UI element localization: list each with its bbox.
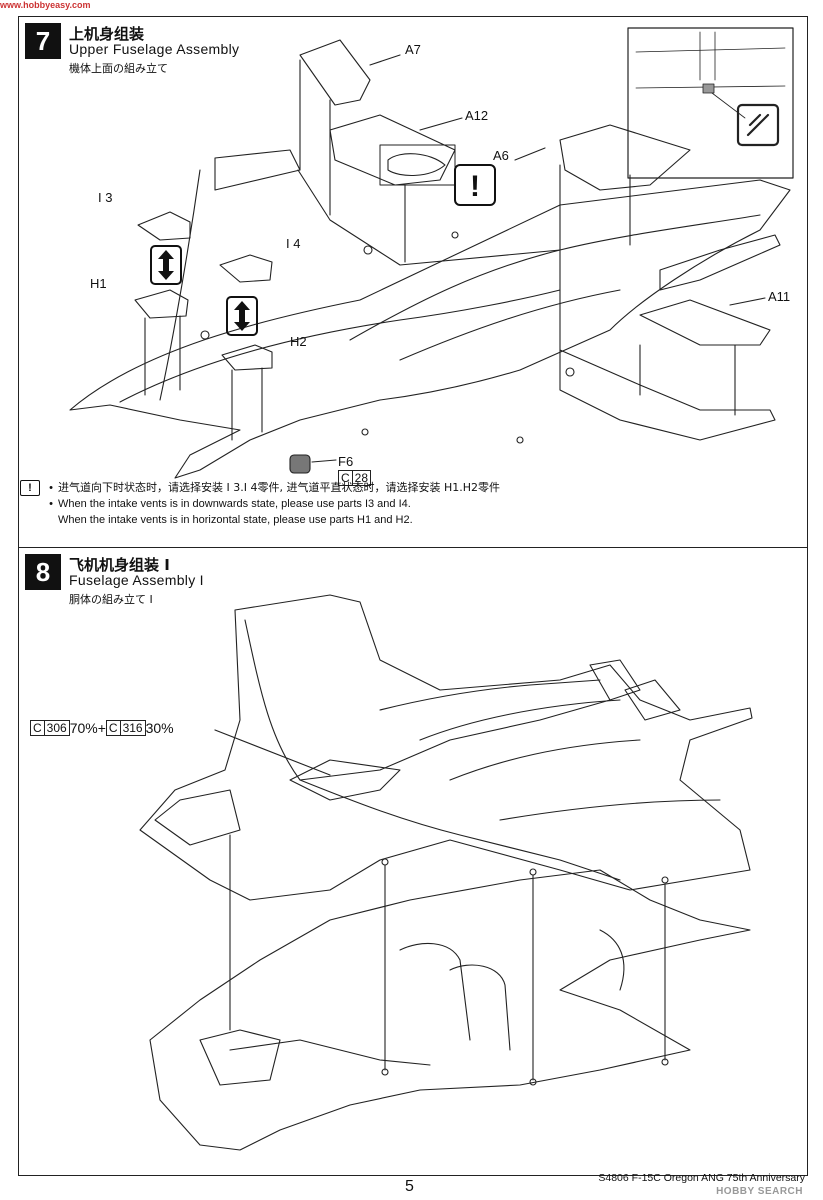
- part-h1-shape: [134, 289, 189, 319]
- part-a12-shape: [329, 114, 456, 186]
- inset-detail-box: [627, 27, 794, 179]
- label-part-a7: A7: [405, 42, 421, 57]
- watermark-bottom: HOBBY SEARCH: [716, 1186, 803, 1197]
- swap-arrow-icon: [226, 296, 258, 336]
- warning-icon: !: [454, 164, 496, 206]
- label-part-a6: A6: [493, 148, 509, 163]
- part-a7-shape: [299, 39, 371, 106]
- step-7-panel: 7 上机身组装 Upper Fuselage Assembly 機体上面の組み立…: [18, 16, 808, 548]
- label-part-f6: F6: [338, 454, 354, 469]
- swap-arrow-icon: [150, 245, 182, 285]
- paint-ratio-2: 30%: [145, 720, 174, 736]
- intake-ramp-left: [214, 149, 301, 191]
- part-h2-shape: [221, 344, 273, 371]
- note-en-1: When the intake vents is in downwards st…: [58, 498, 411, 510]
- paint-ratio-1: 70%+: [69, 720, 106, 736]
- label-part-a12: A12: [465, 108, 489, 123]
- label-part-a11: A11: [768, 289, 791, 304]
- right-intake-underside: [559, 349, 776, 441]
- lower-fuselage-assembly: [149, 869, 751, 1151]
- label-part-i4: I 4: [286, 236, 301, 251]
- page-number: 5: [405, 1178, 414, 1195]
- upper-fuselage-hull: [69, 179, 791, 479]
- upper-fuselage-assembly: [139, 594, 753, 901]
- step-7-number: 7: [25, 23, 61, 59]
- part-i3-shape: [137, 211, 191, 241]
- warning-icon: !: [20, 480, 40, 496]
- step-8-title-jp: 胴体の組み立て I: [69, 593, 153, 606]
- step-8-title-cn: 飞机机身组装 I: [69, 556, 170, 574]
- footer-title: S4806 F-15C Oregon ANG 75th Anniversary: [598, 1172, 805, 1184]
- hull-spine-line: [119, 289, 561, 403]
- step-7-notes: !•进气道向下时状态时，请选择安装 I 3.I 4零件, 进气道平直状态时，请选…: [20, 480, 500, 528]
- label-part-h1: H1: [90, 276, 107, 291]
- part-a6-shape: [559, 124, 691, 191]
- step-8-title-en: Fuselage Assembly I: [69, 572, 204, 588]
- step-8-number: 8: [25, 554, 61, 590]
- label-part-h2: H2: [290, 334, 307, 349]
- part-a11-shape: [639, 299, 771, 346]
- part-i4-shape: [219, 254, 273, 283]
- note-en-2: When the intake vents is in horizontal s…: [58, 514, 413, 526]
- part-f6-shape: [289, 454, 311, 474]
- watermark-top: www.hobbyeasy.com: [0, 0, 91, 10]
- step-7-title-cn: 上机身组装: [69, 25, 145, 43]
- step-7-title-en: Upper Fuselage Assembly: [69, 41, 240, 57]
- note-cn: 进气道向下时状态时，请选择安装 I 3.I 4零件, 进气道平直状态时，请选择安…: [58, 481, 500, 494]
- step-8-panel: 8 飞机机身组装 I Fuselage Assembly I 胴体の組み立て I: [18, 548, 808, 1176]
- label-part-i3: I 3: [98, 190, 113, 205]
- part-a12-detail-box: [379, 144, 456, 186]
- step-7-title-jp: 機体上面の組み立て: [69, 62, 168, 75]
